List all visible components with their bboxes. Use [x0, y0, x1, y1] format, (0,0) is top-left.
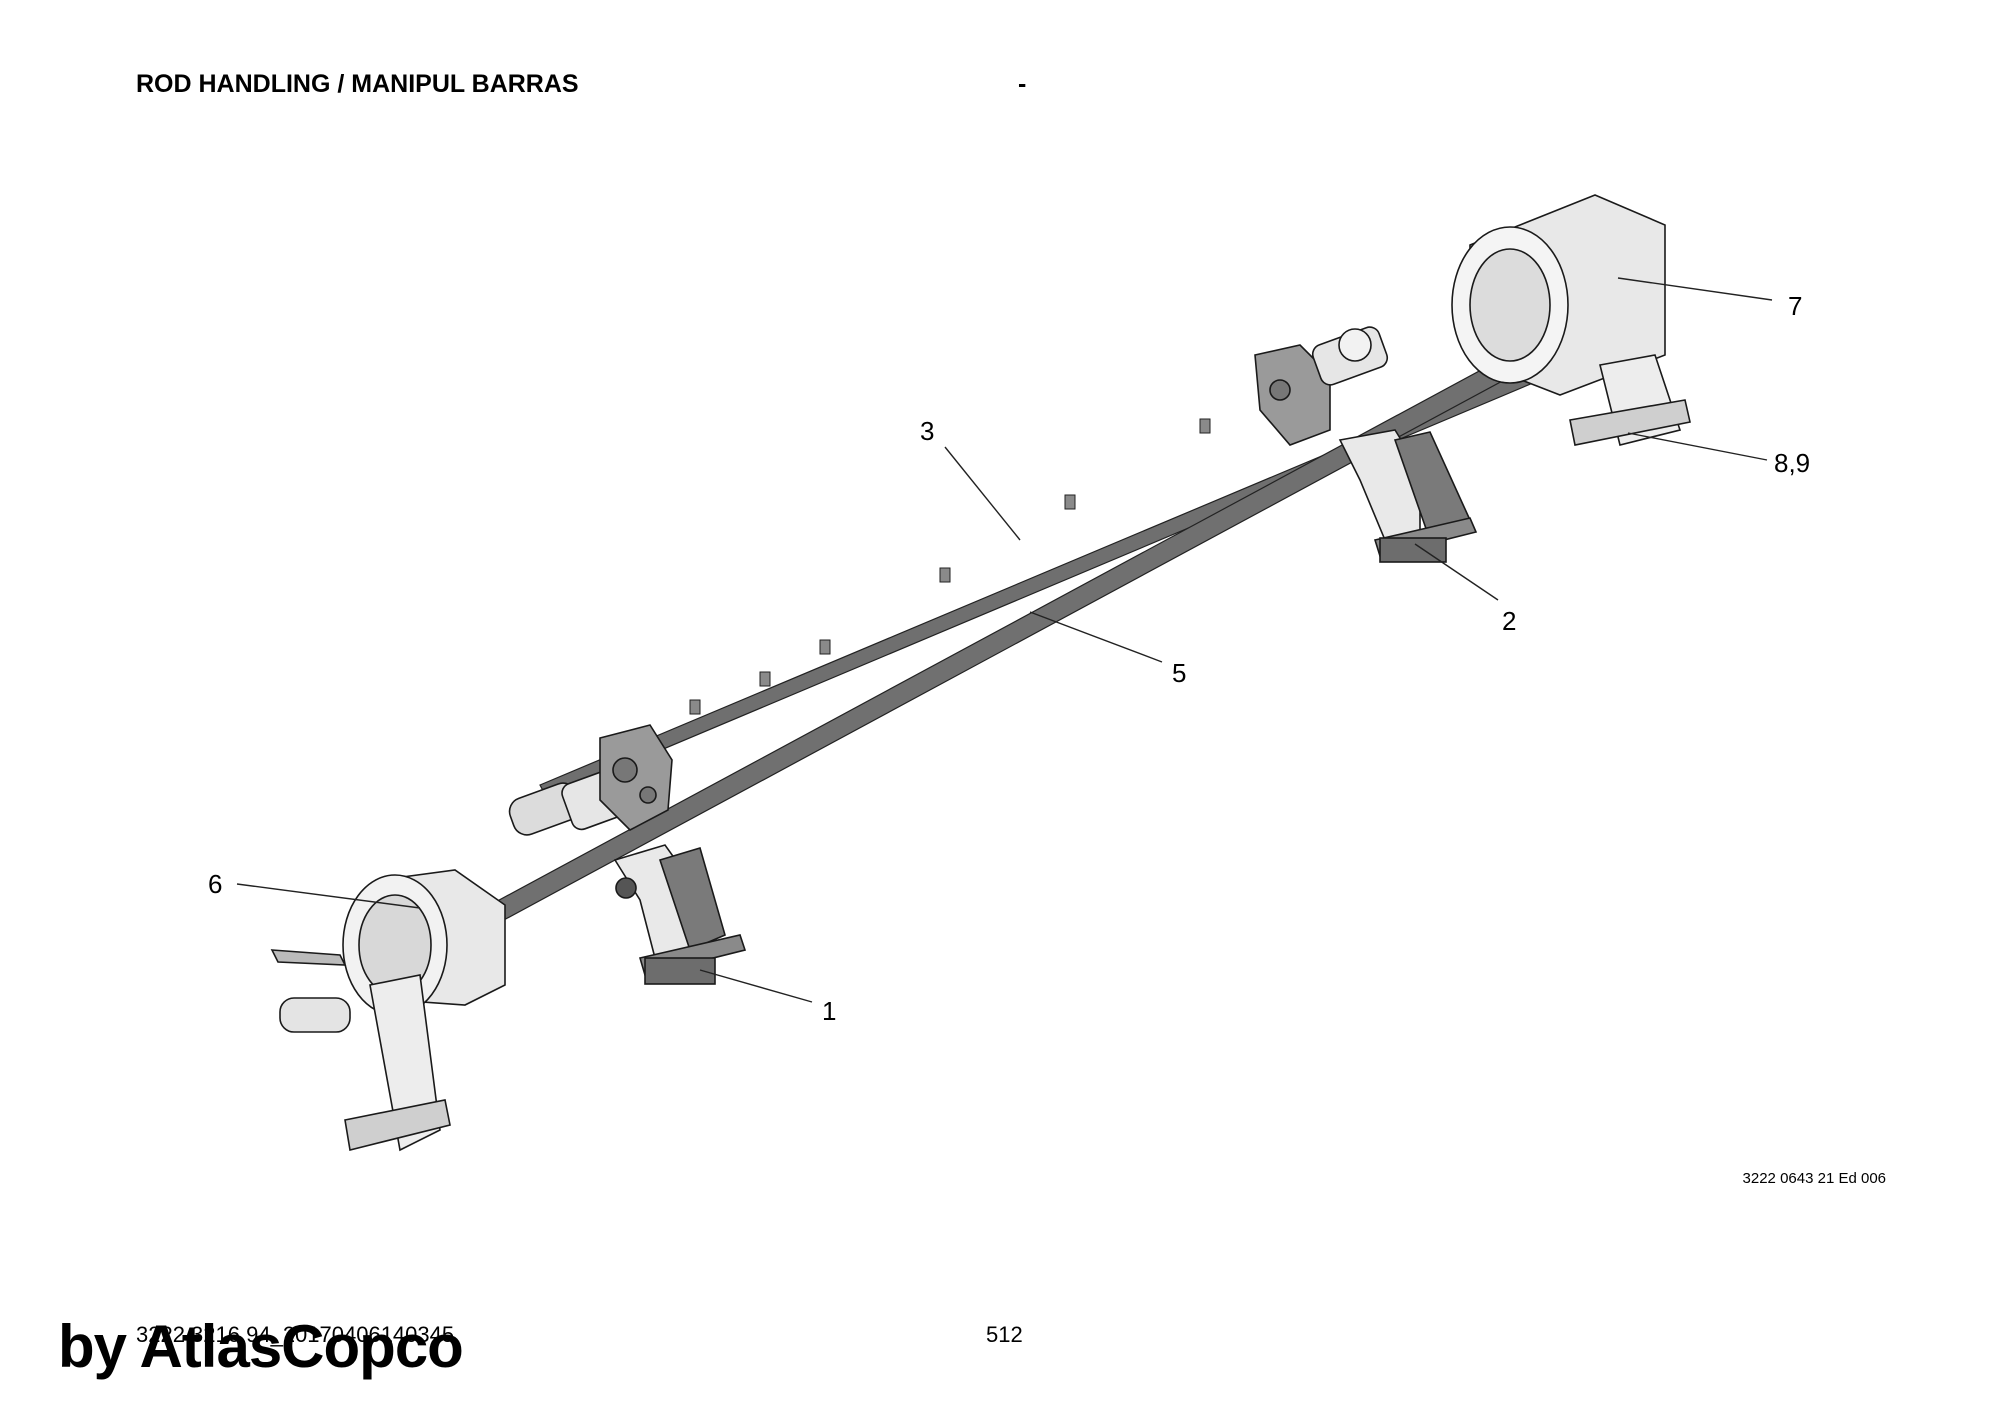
callout-6: 6: [208, 869, 222, 899]
leader-1: [699, 969, 813, 1003]
callout-1: 1: [822, 996, 836, 1026]
centralizer-6: [270, 869, 506, 1152]
leader-6: [236, 883, 421, 909]
leader-2: [1414, 543, 1499, 601]
support-1: [613, 844, 747, 985]
callout-labels: 3 5 2 7 8,9 6 1: [208, 291, 1810, 1026]
document-id: 3222 3216 94_20170406140345: [136, 1322, 455, 1347]
rotation-unit-front: [508, 724, 673, 836]
leader-5: [1029, 611, 1163, 663]
page-number: 512: [986, 1322, 1023, 1347]
rod-5: [489, 321, 1583, 922]
callout-8-9: 8,9: [1774, 448, 1810, 478]
callout-7: 7: [1788, 291, 1802, 321]
callout-2: 2: [1502, 606, 1516, 636]
rotation-unit-rear: [1254, 326, 1389, 446]
callout-5: 5: [1172, 658, 1186, 688]
callout-leaders: [236, 277, 1773, 1003]
leader-3: [944, 446, 1021, 541]
leader-7: [1617, 277, 1773, 301]
callout-3: 3: [920, 416, 934, 446]
rod-3: [539, 321, 1648, 799]
leader-89: [1627, 432, 1768, 461]
centralizer-7: [1451, 194, 1691, 446]
watermark: by AtlasCopco: [58, 1313, 464, 1380]
support-2: [1338, 429, 1478, 563]
page-title: ROD HANDLING / MANIPUL BARRAS: [136, 70, 579, 98]
drawing-reference: 3222 0643 21 Ed 006: [1742, 1170, 1886, 1187]
header-dash: -: [1018, 70, 1027, 98]
